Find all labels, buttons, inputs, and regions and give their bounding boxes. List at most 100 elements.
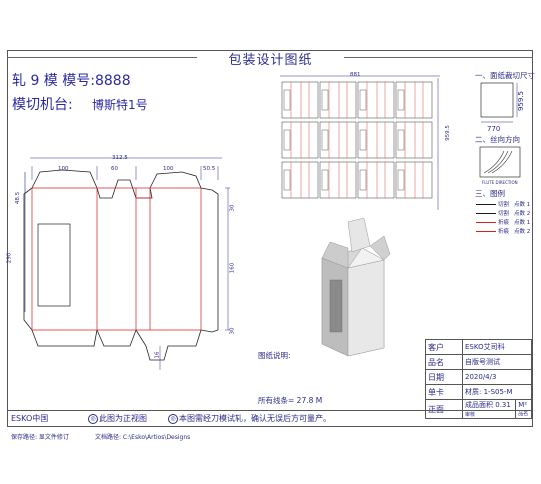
company-name: ESKO中国	[11, 414, 49, 423]
legend-item-value: 点数 2	[514, 211, 531, 217]
title-block-value: 自版号测试	[462, 354, 532, 370]
title-block-value: 材质: 1-S05-M	[462, 384, 532, 400]
die-machine-label: 模切机台:	[12, 97, 73, 113]
legend-line-swatch	[476, 231, 496, 232]
dim-panel-2: 60	[111, 166, 118, 172]
legend-line-swatch	[476, 213, 496, 214]
area-unit: M² 品名	[515, 399, 532, 419]
legend-item-name: 折痕	[498, 229, 510, 235]
layout-unit	[319, 81, 357, 119]
legend-line-swatch	[476, 204, 496, 205]
front-view-note: ◎此图为正视图	[88, 413, 147, 424]
layout-window	[321, 129, 329, 151]
title-block-value: 2020/4/3	[462, 369, 532, 385]
dim-flap-right-top: 30	[229, 204, 236, 212]
die-machine-value: 博斯特1号	[92, 98, 148, 112]
finished-area-value: 0.31	[495, 401, 511, 409]
title-rule-left	[7, 57, 197, 58]
dim-panel-4: 50.5	[203, 166, 216, 172]
note-mark-icon: ◎	[168, 413, 178, 424]
legend-item: 折痕点数 1	[476, 218, 536, 227]
flute-direction-caption: FLUTE DIRECTION	[482, 180, 518, 185]
product-sublabel: 品名	[518, 411, 529, 417]
title-block-row: 正面成品面积 0.31 审核 M² 品名	[425, 399, 532, 419]
layout-unit	[319, 161, 357, 199]
document-path: 文档路径: C:\Esko\Artios\Designs	[95, 434, 191, 441]
dim-flap-left: 48.5	[15, 191, 22, 205]
layout-width-label: 881	[350, 72, 361, 78]
title-block-key: 客户	[425, 339, 463, 355]
dimension-lines	[24, 157, 222, 312]
legend-item: 切割点数 1	[476, 200, 536, 209]
legend-section-3: 三、图例	[475, 189, 505, 198]
layout-window	[359, 89, 367, 111]
layout-unit	[319, 121, 357, 159]
review-label: 审核	[465, 412, 476, 418]
flute-direction-diagram	[479, 146, 521, 178]
layout-unit	[281, 81, 319, 119]
legend-line-swatch	[476, 222, 496, 223]
area-unit-label: M²	[518, 401, 528, 409]
crease-lines	[31, 187, 202, 331]
dim-tab: 16	[154, 351, 161, 359]
dim-panel-3: 100	[163, 166, 174, 172]
dim-flap-right-bottom: 30	[229, 327, 236, 335]
title-block-key: 正面	[425, 399, 463, 419]
dim-total-width: 312.5	[112, 155, 128, 161]
drawing-title: 包装设计图纸	[228, 53, 313, 68]
finished-area-label: 成品面积	[465, 401, 493, 409]
title-block-value: ESKO艾司科	[462, 339, 532, 355]
layout-unit	[395, 121, 433, 159]
sheet-height-label: 959.5	[517, 90, 526, 112]
sheet-size-diagram	[480, 82, 518, 123]
title-block-row: 品名自版号测试	[425, 354, 532, 370]
legend-item: 折痕点数 2	[476, 227, 536, 236]
layout-unit	[357, 81, 395, 119]
note-mark-icon: ◎	[88, 413, 98, 424]
title-block-key: 品名	[425, 354, 463, 370]
dim-body-height: 160	[229, 262, 236, 274]
finished-area: 成品面积 0.31 审核	[461, 399, 517, 419]
legend-item-value: 点数 2	[514, 229, 531, 235]
layout-height-label: 959.5	[444, 125, 451, 141]
layout-unit	[395, 161, 433, 199]
legend-section-1: 一、面纸裁切尺寸	[475, 71, 535, 80]
save-path-label: 保存路径: 显文件修订	[11, 434, 69, 441]
legend-item-name: 折痕	[498, 220, 510, 226]
legend-item-name: 切割	[498, 202, 510, 208]
layout-window	[321, 89, 329, 111]
layout-window	[283, 129, 291, 151]
title-block-row: 单卡材质: 1-S05-M	[425, 384, 532, 400]
box-3d-render	[321, 218, 391, 357]
sheet-width-label: 770	[487, 125, 501, 133]
layout-window	[283, 169, 291, 191]
cut-lines	[23, 169, 219, 361]
legend-item: 切割点数 2	[476, 209, 536, 218]
layout-window	[359, 129, 367, 151]
layout-grid	[281, 81, 433, 199]
layout-window	[359, 169, 367, 191]
dim-panel-1: 100	[58, 166, 69, 172]
legend-item-value: 点数 1	[514, 220, 531, 226]
layout-unit	[357, 161, 395, 199]
drawing-frame	[7, 50, 533, 427]
blade-total-length: 所有线条= 27.8 M	[258, 396, 323, 405]
footer-rule	[7, 410, 533, 411]
layout-unit	[281, 121, 319, 159]
layout-window	[321, 169, 329, 191]
legend-item-value: 点数 1	[514, 202, 531, 208]
legend-section-2: 二、丝向方向	[475, 135, 520, 144]
sheet-layout	[280, 75, 440, 210]
layout-window	[283, 89, 291, 111]
layout-unit	[395, 81, 433, 119]
layout-window	[397, 89, 405, 111]
legend-item-name: 切割	[498, 211, 510, 217]
title-block-key: 日期	[425, 369, 463, 385]
layout-window	[397, 169, 405, 191]
mold-number-line: 轧 9 模 模号:8888	[12, 73, 131, 89]
dim-total-height: 290	[6, 252, 13, 264]
trial-cut-note: ◎本图需经刀模试轧，确认无误后方可量产。	[168, 413, 331, 424]
